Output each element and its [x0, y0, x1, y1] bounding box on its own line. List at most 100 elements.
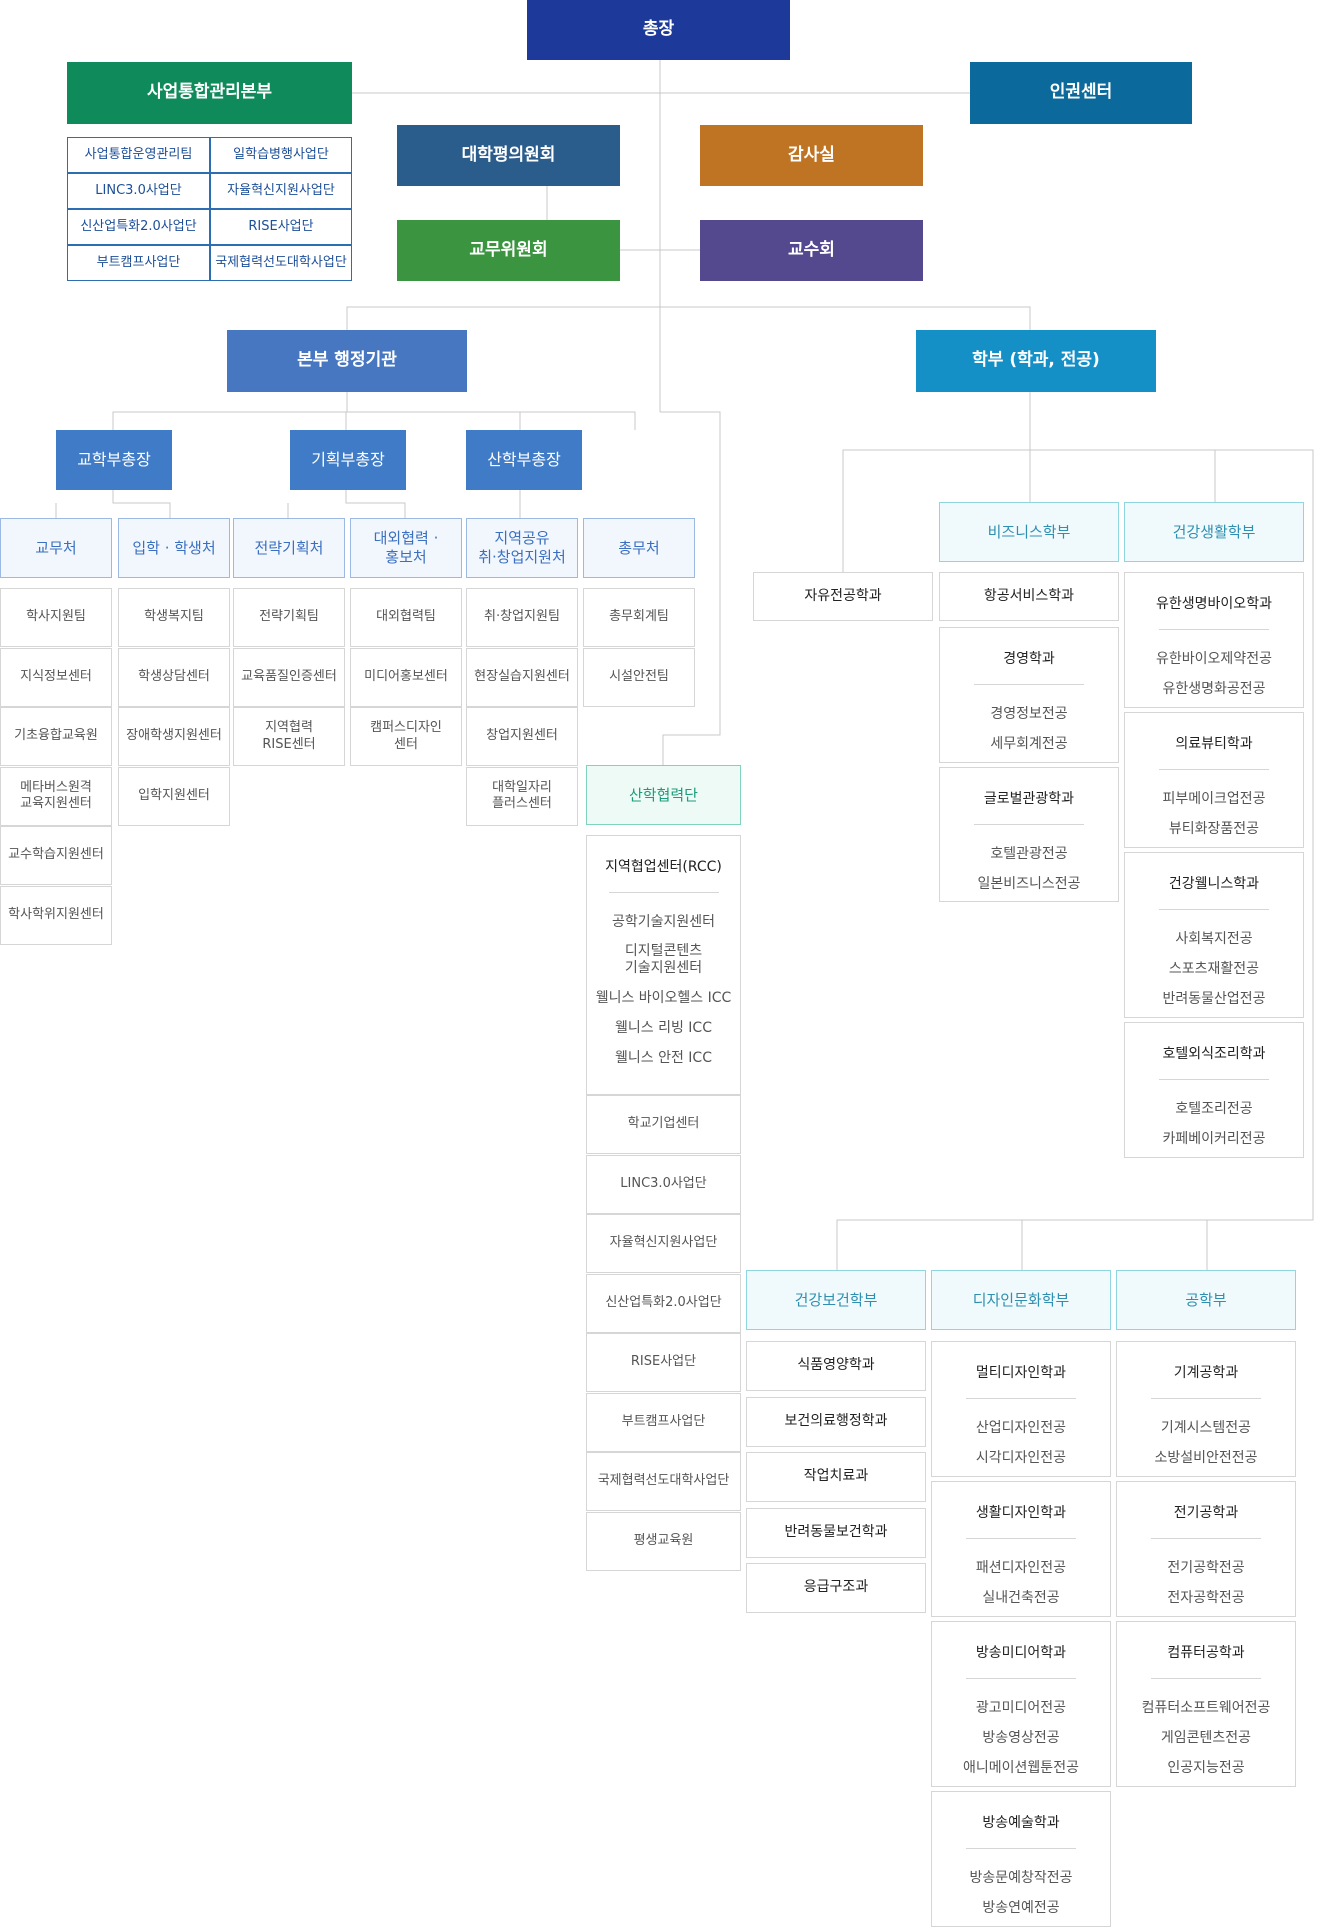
dept-box: 반려동물보건학과 [746, 1507, 926, 1558]
office-item: 입학지원센터 [118, 766, 230, 826]
vice-president-box: 교학부총장 [56, 430, 172, 490]
major-item: 시각디자인전공 [975, 1450, 1067, 1466]
major-item: 반려동물산업전공 [1162, 991, 1266, 1007]
office-item: 미디어홍보센터 [350, 647, 462, 707]
major-item: 웰니스 리빙 ICC [615, 1020, 712, 1036]
separator [1151, 1538, 1261, 1539]
major-item: 공학기술지원센터 [611, 914, 716, 930]
major-item: 스포츠재활전공 [1168, 961, 1260, 977]
dept-title: 경영학과 [1003, 651, 1055, 667]
major-item: 유한바이오제약전공 [1156, 651, 1272, 667]
dept-title: 의료뷰티학과 [1175, 736, 1253, 752]
major-item: 뷰티화장품전공 [1168, 821, 1260, 837]
separator [1159, 1079, 1269, 1080]
dept-title: 컴퓨터공학과 [1167, 1645, 1245, 1661]
business-unit-cell: 자율혁신지원사업단 [210, 173, 352, 209]
office-item: 학사학위지원센터 [0, 885, 112, 945]
major-item: 게임콘텐츠전공 [1160, 1730, 1252, 1746]
major-item: 경영정보전공 [990, 706, 1068, 722]
major-item: 웰니스 바이오헬스 ICC [595, 990, 732, 1006]
dept-box: 작업치료과 [746, 1452, 926, 1502]
separator [1159, 769, 1269, 770]
major-item: 호텔관광전공 [990, 846, 1068, 862]
dept-title: 호텔외식조리학과 [1162, 1046, 1266, 1062]
industry-item: 학교기업센터 [586, 1095, 741, 1154]
separator [966, 1848, 1076, 1849]
office-item: 교육품질인증센터 [233, 647, 345, 707]
major-item: 방송문예창작전공 [969, 1870, 1073, 1886]
dept-title: 유한생명바이오학과 [1156, 596, 1272, 612]
office-box: 전략기획처 [233, 518, 345, 578]
industry-item: RISE사업단 [586, 1333, 741, 1392]
industry-item: 평생교육원 [586, 1511, 741, 1571]
dept-title: 방송예술학과 [982, 1815, 1060, 1831]
business-unit-cell: RISE사업단 [210, 209, 352, 245]
school-box: 비즈니스학부 [939, 502, 1119, 562]
dept-box: 응급구조과 [746, 1563, 926, 1613]
major-item: 사회복지전공 [1175, 931, 1253, 947]
office-item: 학생상담센터 [118, 647, 230, 707]
dept-title: 멀티디자인학과 [975, 1365, 1067, 1381]
dept-title: 건강웰니스학과 [1168, 876, 1260, 892]
office-item: 지식정보센터 [0, 647, 112, 707]
office-item: 취·창업지원팀 [466, 588, 578, 647]
industry-item: 부트캠프사업단 [586, 1392, 741, 1452]
dept-box: 항공서비스학과 [939, 572, 1119, 621]
separator [974, 824, 1084, 825]
business-unit-cell: 부트캠프사업단 [67, 245, 210, 281]
office-box: 입학 · 학생처 [118, 518, 230, 578]
office-item: 창업지원센터 [466, 707, 578, 766]
academic-committee-box: 교무위원회 [397, 220, 620, 281]
separator [1151, 1678, 1261, 1679]
faculty-council-box: 교수회 [700, 220, 923, 281]
major-item: 전자공학전공 [1167, 1590, 1245, 1606]
major-item: 컴퓨터소프트웨어전공 [1141, 1700, 1271, 1716]
major-item: 방송연예전공 [982, 1900, 1060, 1916]
major-item: 소방설비안전전공 [1154, 1450, 1258, 1466]
major-item: 피부메이크업전공 [1162, 791, 1266, 807]
dept-box: 식품영양학과 [746, 1341, 926, 1391]
office-item: 학사지원팀 [0, 588, 112, 647]
separator [1159, 629, 1269, 630]
major-item: 세무회계전공 [990, 736, 1068, 752]
audit-office-box: 감사실 [700, 125, 923, 186]
human-rights-center-box: 인권센터 [970, 62, 1192, 124]
president-box: 총장 [527, 0, 790, 60]
major-item: 호텔조리전공 [1175, 1101, 1253, 1117]
major-item: 기계시스템전공 [1160, 1420, 1252, 1436]
school-box: 건강생활학부 [1124, 502, 1304, 562]
school-box: 공학부 [1116, 1270, 1296, 1330]
separator [974, 684, 1084, 685]
industry-item: 국제협력선도대학사업단 [586, 1452, 741, 1511]
major-item: 카페베이커리전공 [1162, 1131, 1266, 1147]
office-item: 총무회계팀 [583, 588, 695, 647]
major-item: 웰니스 안전 ICC [615, 1050, 712, 1066]
business-unit-cell: 신산업특화2.0사업단 [67, 209, 210, 245]
business-unit-cell: 사업통합운영관리팀 [67, 137, 210, 173]
office-box: 교무처 [0, 518, 112, 578]
office-item: 현장실습지원센터 [466, 647, 578, 707]
separator [1159, 909, 1269, 910]
separator [966, 1678, 1076, 1679]
major-item: 애니메이션웹툰전공 [963, 1760, 1079, 1776]
business-unit-cell: 국제협력선도대학사업단 [210, 245, 352, 281]
vice-president-box: 산학부총장 [466, 430, 582, 490]
dept-title: 생활디자인학과 [975, 1505, 1067, 1521]
admin-hq-box: 본부 행정기관 [227, 330, 467, 392]
